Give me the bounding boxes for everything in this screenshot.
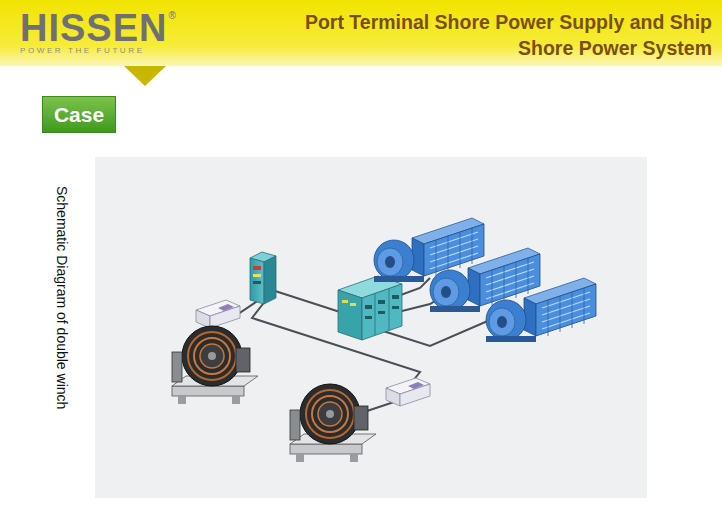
logo-word: HISSEN <box>20 7 167 49</box>
badge-text: Case <box>54 103 104 127</box>
page-title: Port Terminal Shore Power Supply and Shi… <box>282 9 712 61</box>
logo-tagline: POWER THE FUTURE <box>20 46 176 56</box>
logo: HISSEN® POWER THE FUTURE <box>20 6 176 56</box>
case-badge: Case <box>42 96 116 133</box>
vertical-caption: Schematic Diagram of double winch <box>54 186 70 409</box>
registered-mark: ® <box>168 10 175 21</box>
